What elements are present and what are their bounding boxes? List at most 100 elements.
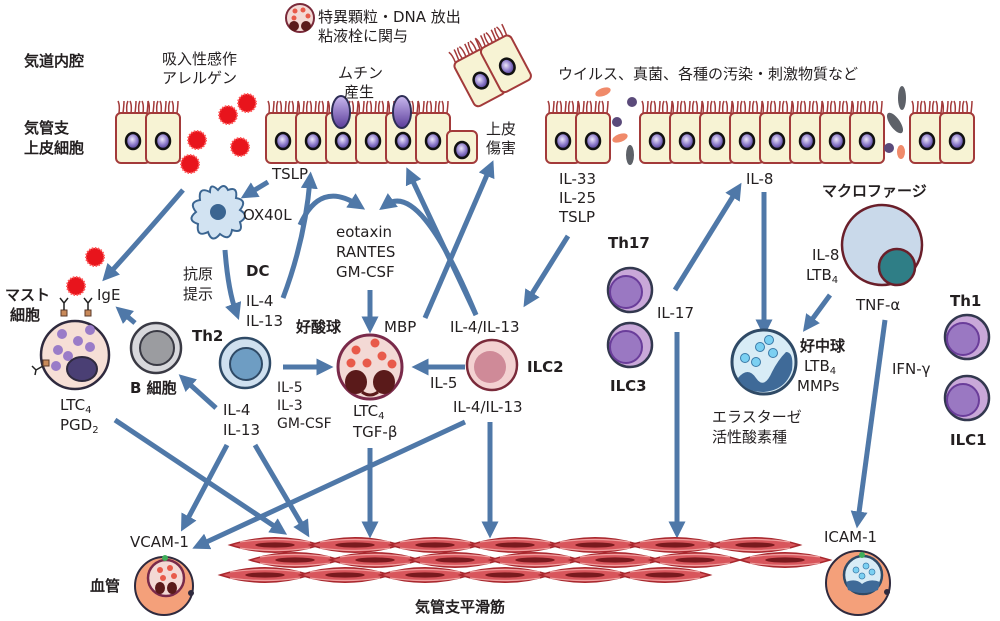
- antigen-presentation-2: 提示: [183, 285, 213, 303]
- mast-cell-name-1: マスト: [5, 286, 50, 304]
- muscle-nucleus: [245, 572, 285, 578]
- arrow-il4-to-epithelium: [280, 171, 318, 299]
- goblet-cell-2: [392, 95, 412, 129]
- arrow-dc-to-th2: [222, 249, 242, 320]
- ige-label: IgE: [97, 286, 120, 304]
- vcam-label: VCAM-1: [130, 533, 189, 551]
- ilc2-cell: [465, 338, 519, 392]
- macrophage-side-ltb4: LTB4: [806, 266, 838, 286]
- mast-out-pgd2: PGD2: [60, 416, 99, 436]
- epithelium-right-group: [546, 101, 974, 163]
- muscle-nucleus: [645, 572, 685, 578]
- arrow-ilc2-to-epithelium: [405, 167, 479, 317]
- goblet-cell-1: [331, 95, 351, 129]
- arrow-bcell-to-ige: [115, 306, 137, 325]
- dc-marker-ox40l: OX40L: [243, 206, 292, 224]
- neutrophil-cell: [730, 328, 798, 396]
- region-epithelium-line2: 上皮細胞: [24, 139, 84, 157]
- eosinophil-name: 好酸球: [295, 318, 342, 336]
- muscle-nucleus: [335, 542, 375, 548]
- neutrophil-elastase: エラスターゼ: [712, 408, 802, 426]
- muscle-nucleus: [515, 557, 555, 563]
- ilc2-name: ILC2: [527, 358, 564, 376]
- inhaled-allergen-label-1: 吸入性感作: [162, 50, 237, 68]
- ilc3-name: ILC3: [610, 377, 647, 395]
- eosinophil-legend-icon: [285, 3, 315, 33]
- muscle-nucleus: [355, 557, 395, 563]
- th2-cell: [218, 336, 272, 390]
- ilc2-out-il5: IL-5: [430, 374, 457, 392]
- epi-output-tslp: TSLP: [558, 208, 595, 226]
- macrophage-name: マクロファージ: [822, 182, 927, 200]
- arrow-il17-to-il8: [672, 182, 742, 292]
- th2-side-il5: IL-5: [277, 380, 303, 396]
- muscle-nucleus: [655, 542, 695, 548]
- muscle-nucleus: [405, 572, 445, 578]
- region-airway-lumen: 気道内腔: [24, 52, 84, 70]
- smooth-muscle-label: 気管支平滑筋: [415, 598, 505, 616]
- pathogens-label: ウイルス、真菌、各種の汚染・刺激物質など: [558, 65, 858, 83]
- arrow-th2-to-vcam: [181, 443, 230, 532]
- ilc3-cell: [606, 321, 654, 369]
- arrow-mbp-to-damage: [422, 160, 495, 319]
- th2-out-il4: IL-4: [223, 401, 250, 419]
- ilc2-out-top: IL-4/IL-13: [450, 318, 520, 336]
- blood-vessel-right: [825, 550, 891, 616]
- muscle-nucleus: [495, 542, 535, 548]
- mucin-label-1: ムチン: [338, 64, 383, 82]
- muscle-nucleus: [325, 572, 365, 578]
- muscle-nucleus: [255, 542, 295, 548]
- eosinophil-out-tgfb: TGF-β: [352, 423, 397, 441]
- neutrophil-out-ltb4: LTB4: [804, 357, 836, 377]
- b-cell-name: B 細胞: [130, 379, 177, 397]
- il17-label: IL-17: [657, 304, 694, 322]
- muscle-nucleus: [485, 572, 525, 578]
- ilc1-name: ILC1: [950, 431, 987, 449]
- epithelial-damage-label-1: 上皮: [486, 120, 516, 138]
- muscle-nucleus: [735, 542, 775, 548]
- eosinophil-cell: [336, 333, 404, 401]
- arrow-mast-to-muscle: [113, 417, 288, 535]
- epithelium-left-group: [116, 101, 180, 163]
- dendritic-cell: [190, 185, 246, 240]
- th1-out-ifng: IFN-γ: [892, 360, 931, 378]
- allergen-on-ige: [66, 276, 86, 296]
- chemokine-gmcsf: GM-CSF: [336, 263, 395, 281]
- ilc2-out-bottom: IL-4/IL-13: [453, 398, 523, 416]
- arrow-to-chemokines-left: [297, 193, 366, 227]
- muscle-nucleus: [275, 557, 315, 563]
- neutrophil-ros: 活性酸素種: [712, 428, 787, 446]
- dc-out-il13: IL-13: [246, 312, 283, 330]
- epi-output-il8: IL-8: [746, 170, 773, 188]
- neutrophil-out-mmps: MMPs: [797, 377, 840, 395]
- epithelium-middle-group: [266, 95, 478, 163]
- antigen-presentation-1: 抗原: [183, 265, 213, 283]
- arrows: [102, 160, 888, 550]
- muscle-nucleus: [675, 557, 715, 563]
- th2-side-gmcsf: GM-CSF: [277, 416, 332, 432]
- muscle-nucleus: [435, 557, 475, 563]
- tslp-label-left: TSLP: [271, 165, 308, 183]
- vessel-label: 血管: [90, 577, 120, 595]
- th17-cell: [606, 266, 654, 314]
- muscle-nucleus: [565, 572, 605, 578]
- th2-name: Th2: [192, 327, 223, 345]
- mucin-label-2: 産生: [344, 83, 374, 101]
- arrow-allergen-to-mast: [102, 188, 185, 282]
- blood-vessel-left: [134, 555, 194, 616]
- mast-cell-name-2: 細胞: [10, 306, 40, 324]
- chemokine-rantes: RANTES: [336, 243, 395, 261]
- muscle-nucleus: [415, 542, 455, 548]
- shed-epithelial-cells: [447, 23, 533, 108]
- epi-output-il33: IL-33: [559, 170, 596, 188]
- b-cell: [129, 321, 183, 375]
- mast-cell: [31, 297, 111, 391]
- arrow-il33-to-ilc2: [523, 234, 571, 308]
- th17-name: Th17: [608, 234, 650, 252]
- arrow-th2-to-muscle: [252, 443, 310, 538]
- pollutant-particles: [595, 86, 906, 165]
- arrow-tnfa-to-icam: [850, 319, 888, 529]
- ilc1-cell: [943, 374, 991, 422]
- th2-side-il3: IL-3: [277, 398, 303, 414]
